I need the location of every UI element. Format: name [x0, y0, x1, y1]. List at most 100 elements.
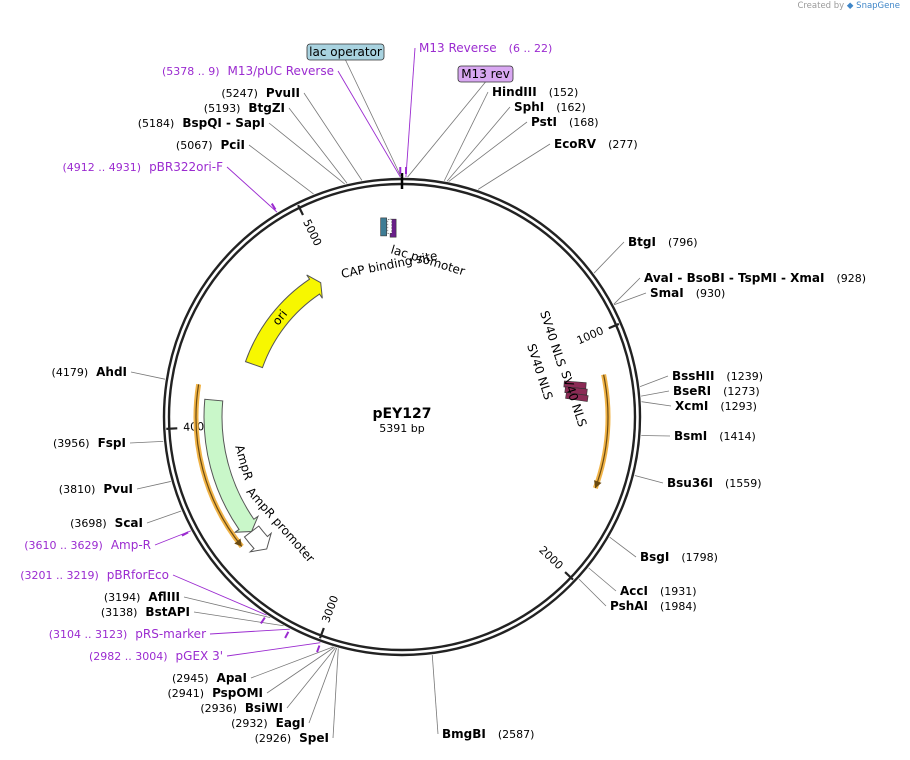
leader-line — [268, 122, 345, 185]
primer-label: (5378 .. 9)M13/pUC Reverse — [162, 64, 334, 78]
restriction-site-label: (3956)FspI — [53, 436, 126, 450]
ori-feature — [244, 274, 323, 369]
restriction-site-label: (5193)BtgZI — [204, 101, 285, 115]
leader-line — [593, 241, 625, 274]
primer-label: (4912 .. 4931)pBR322ori-F — [63, 160, 224, 174]
restriction-site-label: (2926)SpeI — [255, 731, 329, 745]
credit-brand: SnapGene — [856, 1, 900, 11]
restriction-site-label: AccI(1931) — [620, 584, 697, 598]
restriction-site-label: (2936)BsiWI — [200, 701, 283, 715]
tick-mark — [297, 204, 304, 216]
leader-line — [431, 655, 439, 735]
restriction-site-label: BsmI(1414) — [674, 429, 756, 443]
leader-line — [129, 440, 164, 444]
restriction-site-label: (3194)AflIII — [104, 590, 180, 604]
restriction-site-label: (3810)PvuI — [59, 482, 133, 496]
leader-line — [130, 371, 166, 380]
leader-line — [578, 578, 607, 607]
restriction-site-label: BsgI(1798) — [640, 550, 718, 564]
leader-line — [443, 91, 489, 181]
primer-leader-line — [209, 628, 290, 635]
restriction-site-label: (4179)AhdI — [52, 365, 127, 379]
primer-label: (3610 .. 3629)Amp-R — [24, 538, 151, 552]
primer-site-mark — [260, 617, 266, 624]
leader-line — [288, 107, 348, 184]
leader-line — [266, 646, 335, 694]
leader-line — [193, 611, 284, 627]
lac-operator-box-text: lac operator — [309, 45, 382, 59]
leader-line — [183, 596, 271, 619]
orf-arrowhead — [594, 480, 602, 489]
primer-site-mark — [181, 531, 189, 537]
orf-arrowhead — [234, 538, 242, 547]
leader-line — [448, 121, 528, 182]
leader-line — [308, 647, 338, 724]
m13-rev-box: M13 rev — [457, 65, 514, 83]
leader-line — [634, 475, 664, 484]
restriction-site-label: XcmI(1293) — [675, 399, 757, 413]
leader-line — [588, 567, 617, 592]
primer-leader-line — [337, 70, 401, 178]
primer-site-mark — [284, 631, 290, 639]
tick-label: 5000 — [300, 217, 324, 248]
orf-line — [594, 374, 609, 489]
primer-leader-line — [405, 47, 416, 178]
lac-operator-box: lac operator — [306, 43, 385, 61]
restriction-site-label: (3138)BstAPI — [101, 605, 190, 619]
leader-line — [345, 59, 402, 178]
lac-promoter-spacer — [387, 218, 393, 234]
restriction-site-label: (5247)PvuII — [221, 86, 300, 100]
leader-line — [248, 144, 314, 195]
tick-mark — [318, 627, 325, 639]
restriction-site-label: (2941)PspOMI — [167, 686, 263, 700]
restriction-site-label: (5067)PciI — [176, 138, 245, 152]
restriction-site-label: BtgI(796) — [628, 235, 698, 249]
restriction-site-label: HindIII(152) — [492, 85, 578, 99]
plasmid-size: 5391 bp — [379, 422, 424, 435]
leader-line — [639, 375, 669, 388]
primer-leader-line — [226, 642, 321, 657]
sv40-nls-feature — [565, 392, 589, 402]
leader-line — [641, 401, 672, 407]
leader-line — [303, 92, 363, 181]
leader-line — [146, 510, 182, 524]
credit-prefix: Created by — [797, 1, 845, 11]
leader-line — [136, 481, 171, 490]
tick-label: 3000 — [319, 594, 341, 625]
leader-line — [477, 143, 551, 190]
restriction-site-label: EcoRV(277) — [554, 137, 638, 151]
primer-site-mark — [270, 203, 277, 211]
restriction-site-label: (2932)EagI — [231, 716, 305, 730]
primer-site-mark — [316, 645, 321, 653]
restriction-site-label: (5184)BspQI - SapI — [138, 116, 265, 130]
ampr-feature — [203, 398, 260, 533]
primer-label: M13 Reverse(6 .. 22) — [419, 41, 552, 55]
primer-label: (2982 .. 3004)pGEX 3' — [89, 649, 223, 663]
restriction-site-label: (2945)ApaI — [172, 671, 247, 685]
restriction-site-label: SphI(162) — [514, 100, 586, 114]
restriction-site-label: PshAI(1984) — [610, 599, 697, 613]
primer-label: (3201 .. 3219)pBRforEco — [20, 568, 169, 582]
leader-line — [613, 292, 647, 306]
tick-mark — [608, 322, 620, 330]
tick-mark — [564, 571, 574, 581]
leader-line — [332, 648, 339, 739]
leader-line — [609, 536, 637, 558]
plasmid-name: pEY127 — [373, 406, 432, 422]
restriction-site-label: AvaI - BsoBI - TspMI - XmaI(928) — [644, 271, 866, 285]
m13-rev-box-text: M13 rev — [461, 67, 510, 81]
leader-line — [641, 390, 670, 397]
leader-line — [613, 277, 641, 305]
leader-line — [407, 81, 486, 178]
restriction-site-label: (3698)ScaI — [70, 516, 143, 530]
ampr-label: AmpR — [232, 443, 255, 481]
leader-line — [286, 647, 336, 709]
restriction-site-label: BssHII(1239) — [672, 369, 763, 383]
leader-line — [446, 106, 511, 182]
orf-line — [195, 384, 243, 547]
restriction-site-label: Bsu36I(1559) — [667, 476, 762, 490]
primer-leader-line — [226, 166, 278, 213]
restriction-site-label: BmgBI(2587) — [442, 727, 534, 741]
leader-line — [250, 646, 334, 679]
